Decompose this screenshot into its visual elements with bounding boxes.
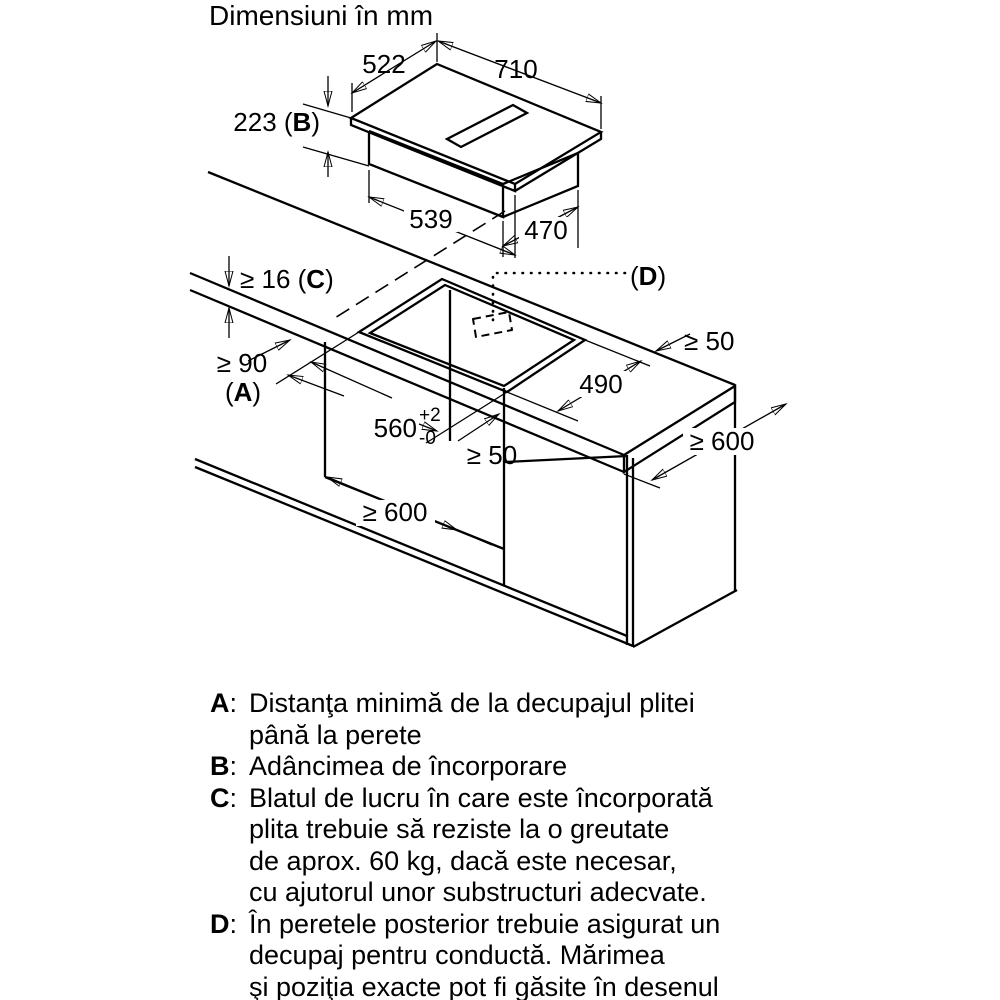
legend-item-A: A: Distanţa minimă de la decupajul plitei… (210, 688, 785, 751)
dim-50-side: ≥ 50 (467, 440, 517, 470)
projection-line (329, 210, 506, 322)
legend-key: A (210, 688, 230, 718)
legend-text: Blatul de lucru în care este încorporată… (249, 782, 713, 908)
installation-diagram: 522 710 223 (B) 539 470 ≥ 16 (C) ≥ 90 (A… (189, 33, 1000, 649)
worktop-back-edge (207, 170, 736, 387)
dim-223-B: 223 (B) (233, 107, 320, 137)
legend-colon: : (229, 688, 238, 718)
install-dimensions (229, 256, 786, 546)
page-title: Dimensiuni în mm (209, 0, 434, 31)
cutout-inner-edge (367, 283, 577, 388)
dim-490: 490 (579, 369, 622, 399)
legend-item-D: D: În peretele posterior trebuie asigurat… (210, 909, 785, 1000)
dim-600-depth: ≥ 600 (690, 426, 755, 456)
legend-item-B: B: Adâncimea de încorporare (210, 751, 785, 783)
worktop-front-top-edge (189, 271, 625, 457)
dim-90: ≥ 90 (217, 348, 267, 378)
legend-text: În peretele posterior trebuie asigurat u… (249, 908, 721, 1000)
legend: A: Distanţa minimă de la decupajul plitei… (210, 688, 785, 1000)
dim-16-C: ≥ 16 (C) (240, 264, 334, 294)
dim-539: 539 (409, 204, 452, 234)
dimension-labels: 522 710 223 (B) 539 470 ≥ 16 (C) ≥ 90 (A… (217, 49, 762, 527)
hob-vent-slot (444, 103, 530, 149)
dim-50-back: ≥ 50 (684, 326, 734, 356)
legend-key: D (210, 908, 230, 939)
cabinet-bottom-front-2 (194, 465, 634, 648)
cabinet-bottom-back-edge (632, 588, 738, 649)
legend-text: Adâncimea de încorporare (249, 751, 568, 781)
legend-key: B (210, 751, 230, 781)
worktop-cabinet-view (189, 170, 738, 649)
dim-470: 470 (524, 215, 567, 245)
cabinet-panel-top-edge (504, 454, 628, 464)
dim-600-cabinet: ≥ 600 (363, 497, 428, 527)
legend-key: C (210, 782, 230, 813)
legend-colon: : (229, 782, 238, 813)
hob-glass-edge (349, 118, 603, 193)
dim-A: (A) (225, 377, 261, 407)
hob-body-side (502, 151, 580, 219)
dim-560-tol-plus: +2 (419, 405, 441, 426)
legend-item-C: C: Blatul de lucru în care este încorpora… (210, 783, 785, 909)
cabinet-bottom-front-1 (194, 457, 628, 638)
legend-colon: : (229, 751, 238, 781)
dim-710: 710 (494, 54, 537, 84)
legend-colon: : (229, 908, 238, 939)
dim-522: 522 (362, 49, 405, 79)
worktop-front-bottom-edge (189, 288, 625, 474)
hob-top-view (348, 62, 604, 219)
dim-D: (D) (630, 261, 666, 291)
duct-cutout (472, 311, 513, 338)
dim-560: 560 (374, 413, 417, 443)
hob-dimensions (302, 33, 601, 258)
dim-560-tol-minus: -0 (419, 428, 436, 449)
